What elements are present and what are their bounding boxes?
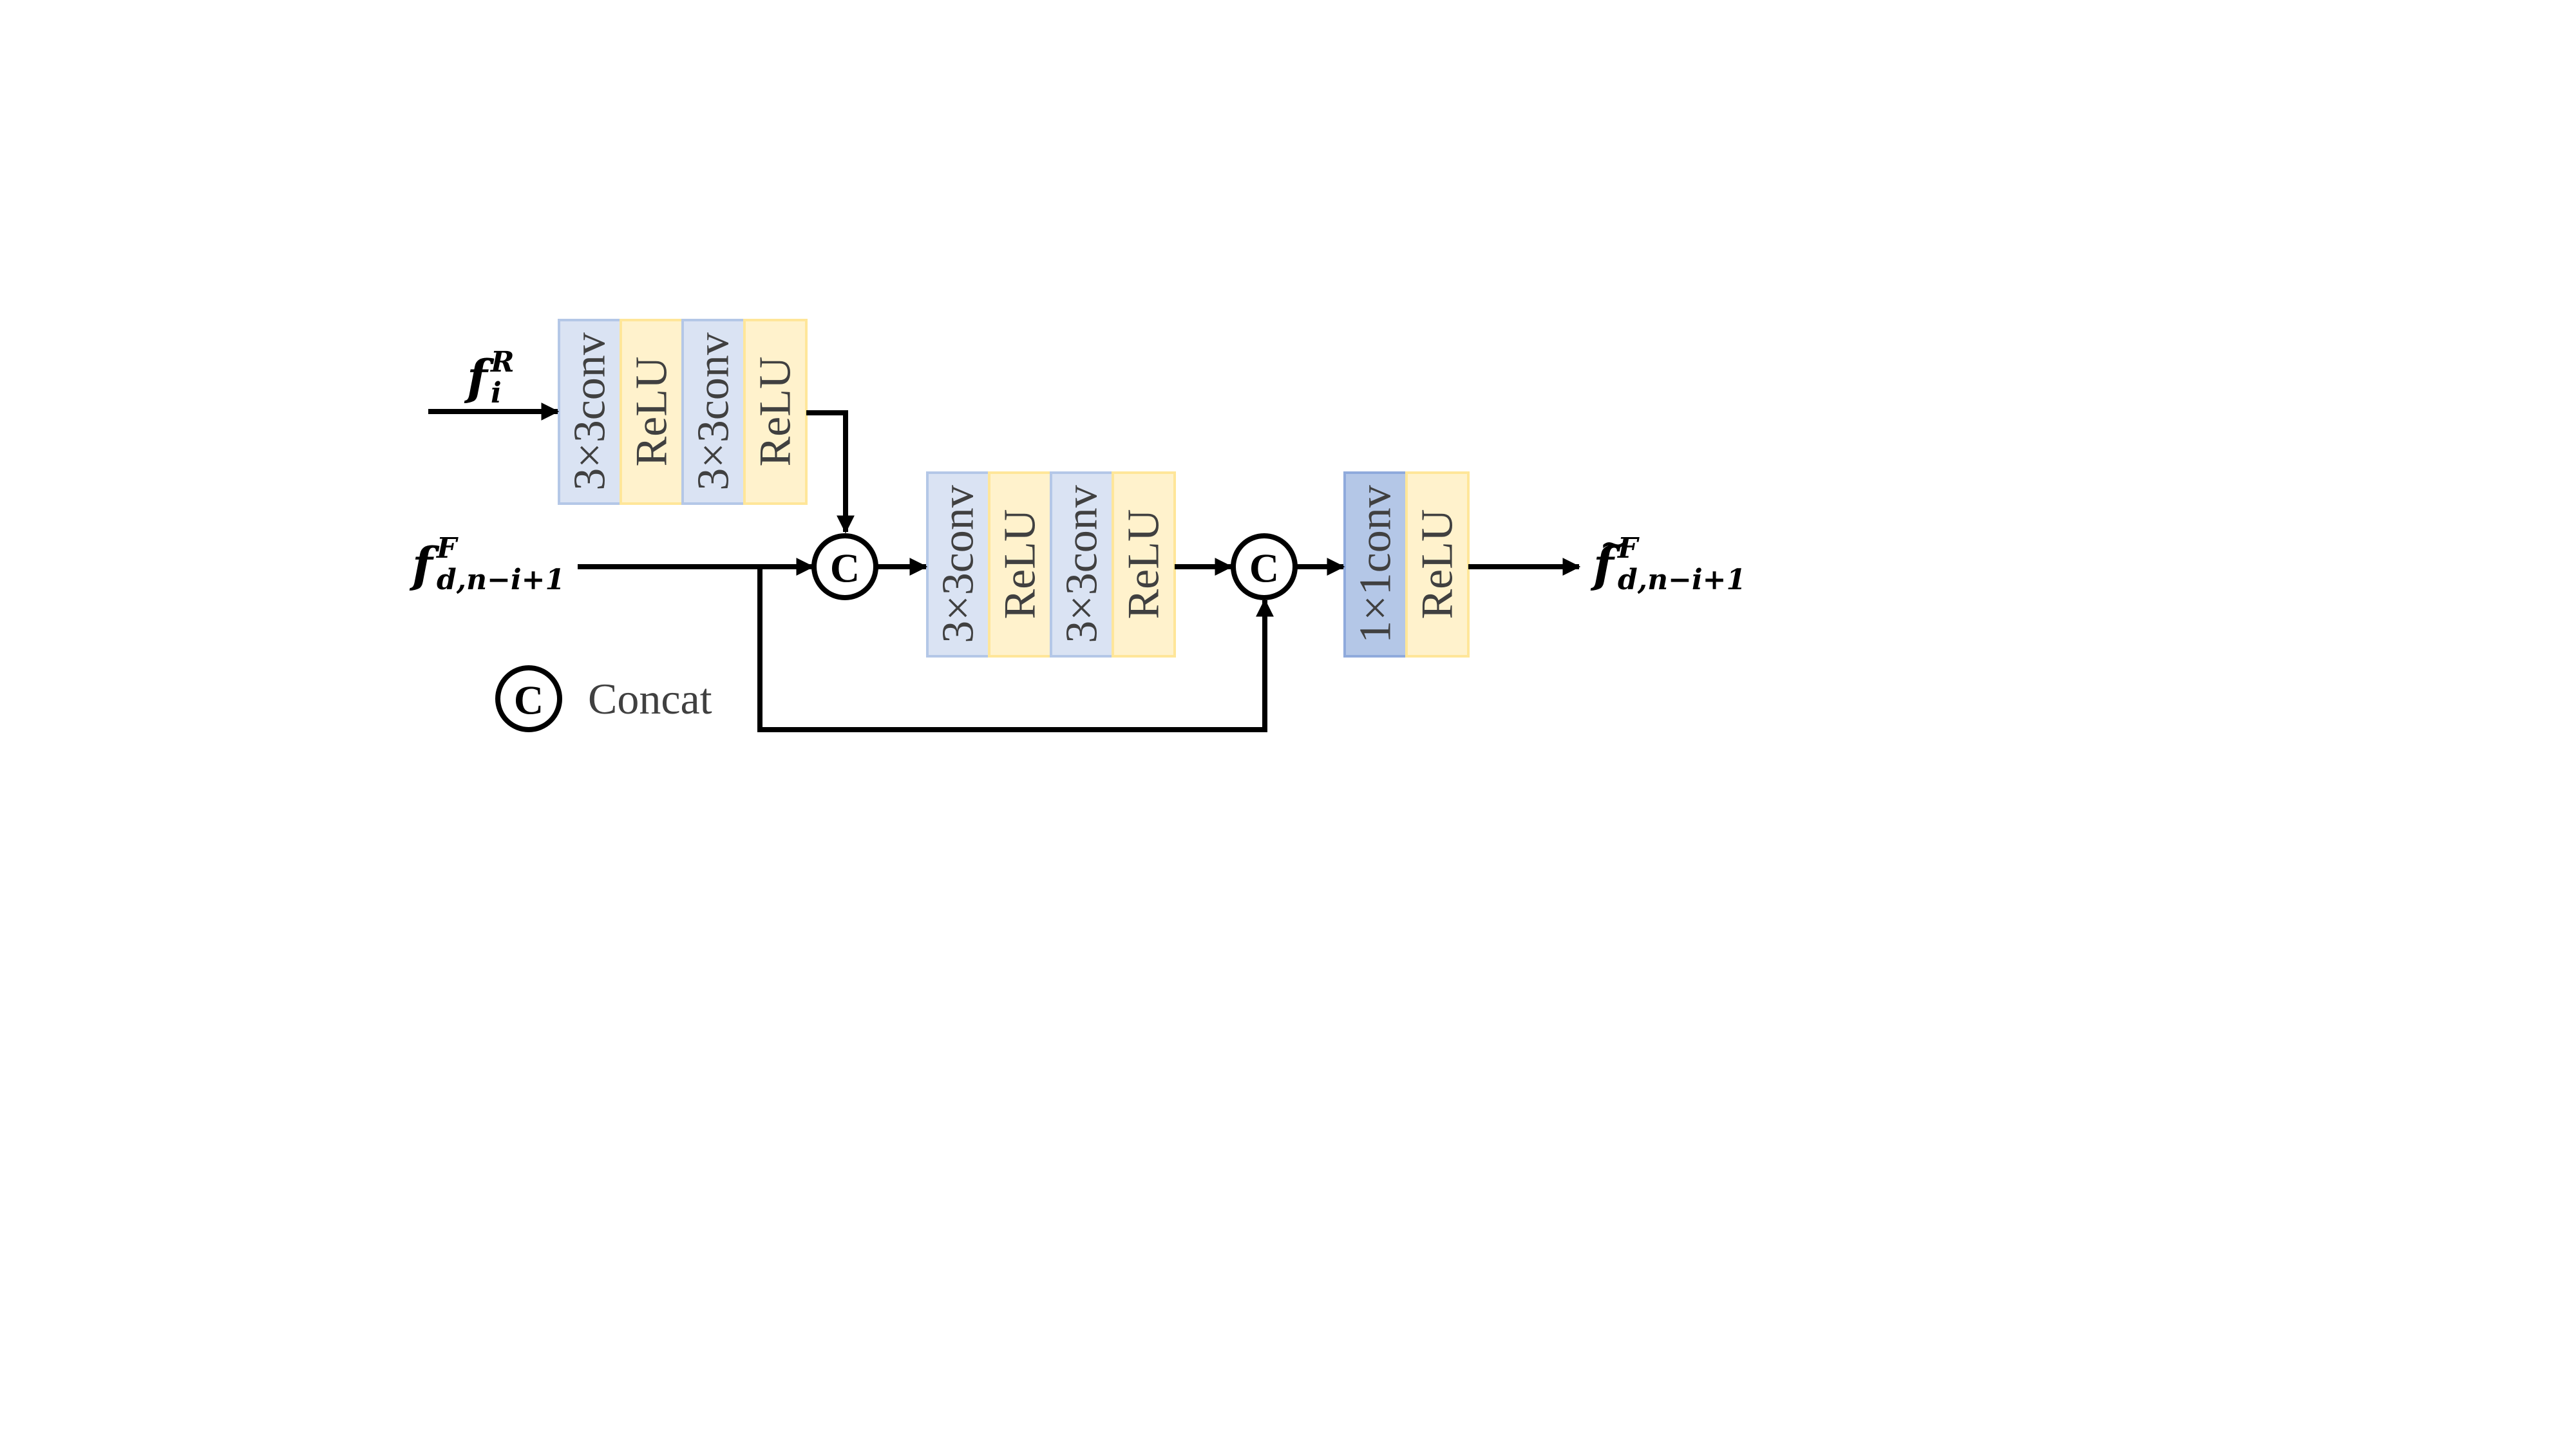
top-branch: 3×3conv ReLU 3×3conv ReLU xyxy=(558,319,808,505)
mid-conv3x3-label-2: 3×3conv xyxy=(1057,485,1107,643)
top-conv3x3-label-2: 3×3conv xyxy=(689,332,739,491)
legend-concat-symbol: C xyxy=(514,677,544,723)
fR-sup: R xyxy=(489,346,515,379)
mid-relu-label-1: ReLU xyxy=(996,509,1045,619)
arrow-top-to-concat-1 xyxy=(806,410,855,534)
fF-sup: F xyxy=(435,532,459,565)
mid-conv3x3-block-2: 3×3conv xyxy=(1050,471,1114,658)
mid-conv3x3-label-1: 3×3conv xyxy=(934,485,983,643)
legend-concat-label: Concat xyxy=(588,674,712,723)
top-relu-block-1: ReLU xyxy=(620,319,684,505)
output-sup: F xyxy=(1616,532,1640,565)
output-label: ~ f F d,n−i+1 xyxy=(1590,525,1746,596)
top-relu-label-2: ReLU xyxy=(751,356,800,466)
top-relu-label-1: ReLU xyxy=(627,356,677,466)
mid-relu-label-2: ReLU xyxy=(1119,509,1169,619)
legend-concat-icon xyxy=(495,665,562,732)
top-conv3x3-label-1: 3×3conv xyxy=(565,332,615,491)
top-relu-block-2: ReLU xyxy=(743,319,808,505)
fF-base: f xyxy=(409,538,440,593)
final-branch: 1×1conv ReLU xyxy=(1343,471,1470,658)
input-label-fR: f R i xyxy=(464,346,515,410)
output-accent: ~ xyxy=(1600,525,1627,563)
legend: C Concat xyxy=(495,665,712,732)
concat-node-1-symbol: C xyxy=(830,545,860,591)
input-label-fF: f F d,n−i+1 xyxy=(409,532,565,596)
arrow-skip-to-concat-2 xyxy=(757,567,1274,732)
concat-node-1: C xyxy=(811,533,878,600)
fR-base: f xyxy=(464,350,495,406)
fR-sub: i xyxy=(491,377,502,410)
connectors xyxy=(428,402,1581,732)
final-relu-block: ReLU xyxy=(1405,471,1470,658)
concat-node-2: C xyxy=(1231,533,1298,600)
top-conv3x3-block-2: 3×3conv xyxy=(681,319,746,505)
conv1x1-label: 1×1conv xyxy=(1351,485,1401,643)
final-relu-label: ReLU xyxy=(1413,509,1463,619)
mid-relu-block-1: ReLU xyxy=(988,471,1052,658)
output-sub: d,n−i+1 xyxy=(1618,564,1746,596)
middle-branch: 3×3conv ReLU 3×3conv ReLU xyxy=(926,471,1176,658)
mid-relu-block-2: ReLU xyxy=(1112,471,1176,658)
conv1x1-block: 1×1conv xyxy=(1343,471,1408,658)
mid-conv3x3-block-1: 3×3conv xyxy=(926,471,990,658)
top-conv3x3-block-1: 3×3conv xyxy=(558,319,622,505)
concat-node-2-symbol: C xyxy=(1249,545,1279,591)
fF-sub: d,n−i+1 xyxy=(437,564,565,596)
